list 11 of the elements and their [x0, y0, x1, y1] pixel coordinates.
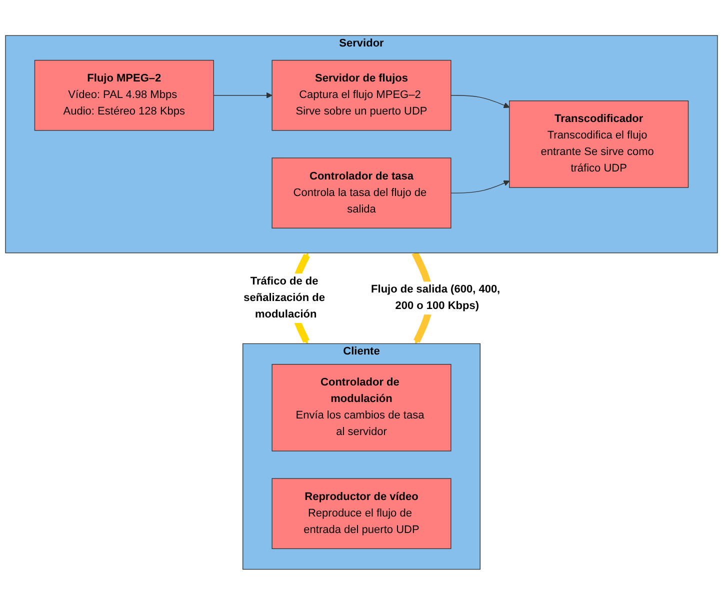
edge-label: Flujo de salida (600, 400, 200 o 100 Kbps): [371, 284, 500, 312]
node-box: Servidor de flujos Captura el flujo MPEG–2 Sirve sobre un puerto UDP: [272, 60, 452, 131]
arrow: [450, 95, 510, 108]
edge-label: Tráfico de de señalización de modulación: [244, 276, 325, 320]
node-box: Flujo MPEG–2 Vídeo: PAL 4.98 Mbps Audio: Estéreo 128 Kbps: [34, 60, 214, 131]
node-box: Controlador de tasa Controla la tasa del flujo de salida: [272, 158, 452, 229]
arrow: [450, 180, 510, 194]
node-box: Reproductor de vídeo Reproduce el flujo de entrada del puerto UDP: [272, 478, 452, 550]
node-box: Transcodificador Transcodifica el flujo entrante Se sirve como tráfico UDP: [509, 100, 689, 188]
arrow: [213, 92, 272, 98]
node-box: Controlador de modulación Envía los cambios de tasa al servidor: [272, 364, 452, 452]
